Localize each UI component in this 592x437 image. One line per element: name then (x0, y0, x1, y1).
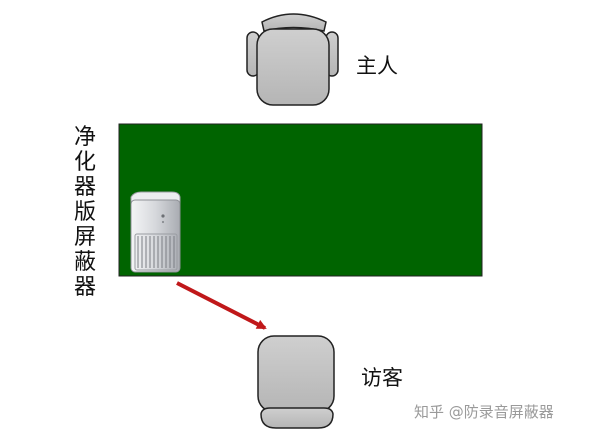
device-grille-frame (134, 233, 178, 271)
host-chair (246, 13, 339, 106)
device-body (130, 199, 181, 273)
signal-arrow (176, 281, 267, 330)
device-vertical-label: 净化器版屏蔽器 (73, 125, 96, 300)
guest-chair (257, 335, 335, 429)
device-grille (137, 236, 175, 268)
device-button-icon (161, 220, 165, 224)
guest-chair-backrest (260, 407, 334, 429)
air-purifier-device (130, 191, 181, 273)
host-label: 主人 (356, 54, 398, 78)
device-indicator-icon (161, 214, 165, 218)
guest-chair-seat (257, 335, 335, 413)
guest-label: 访客 (361, 366, 403, 390)
host-chair-seat (256, 28, 330, 106)
watermark: 知乎 @防录音屏蔽器 (414, 403, 554, 421)
